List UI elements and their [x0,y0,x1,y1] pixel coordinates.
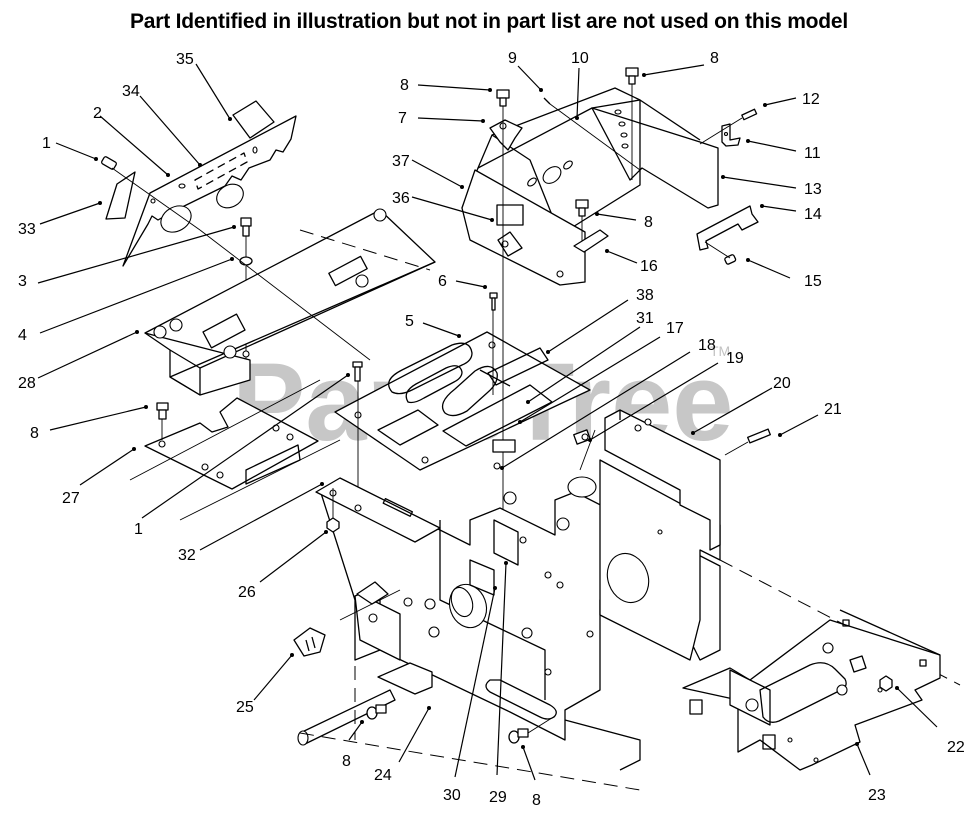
part-nut-15[interactable] [724,254,737,265]
part-dash-panel[interactable] [122,100,297,267]
part-side-panel-20[interactable] [604,409,721,551]
part-nut-22[interactable] [879,675,893,692]
callout-20[interactable]: 20 [773,375,791,392]
callout-14[interactable]: 14 [804,206,822,223]
part-pin-9[interactable] [543,97,641,171]
callout-3[interactable]: 3 [18,273,27,290]
callout-18[interactable]: 18 [698,337,716,354]
callout-7[interactable]: 7 [398,110,407,127]
callout-2[interactable]: 2 [93,105,102,122]
leader-lines [37,63,938,781]
callout-32[interactable]: 32 [178,547,196,564]
part-panel-36[interactable] [461,169,586,286]
part-switch-25[interactable] [293,627,326,657]
callout-36[interactable]: 36 [392,190,410,207]
part-screw-12[interactable] [699,108,758,145]
part-switch-17[interactable] [492,439,516,470]
part-washer-4[interactable] [239,256,253,266]
alignment-line [299,229,431,271]
part-bolt-8-lower-left[interactable] [366,704,387,720]
part-bracket-30[interactable] [354,581,401,661]
callout-8[interactable]: 8 [30,425,39,442]
callout-34[interactable]: 34 [122,83,140,100]
callout-19[interactable]: 19 [726,350,744,367]
callout-15[interactable]: 15 [804,273,822,290]
part-bolt-3[interactable] [240,217,252,258]
callout-33[interactable]: 33 [18,221,36,238]
part-strip-32[interactable] [315,477,441,543]
callout-25[interactable]: 25 [236,699,254,716]
callout-5[interactable]: 5 [405,313,414,330]
callout-17[interactable]: 17 [666,320,684,337]
part-base-plate-23[interactable] [682,609,941,771]
callout-13[interactable]: 13 [804,181,822,198]
alignment-line-lower [339,589,401,621]
part-mounting-bracket-28[interactable] [144,208,436,396]
part-bolt-8-plate[interactable] [156,402,169,440]
callout-8[interactable]: 8 [532,792,541,809]
callout-24[interactable]: 24 [374,767,392,784]
callout-11[interactable]: 11 [804,145,821,162]
callout-23[interactable]: 23 [868,787,886,804]
diagram-notice: Part Identified in illustration but not … [129,10,849,33]
part-seat-plate-5[interactable] [334,331,591,471]
callout-10[interactable]: 10 [571,50,589,67]
callout-21[interactable]: 21 [824,401,842,418]
callout-1[interactable]: 1 [134,521,143,538]
callout-12[interactable]: 12 [802,91,820,108]
callout-6[interactable]: 6 [438,273,447,290]
callout-8[interactable]: 8 [644,214,653,231]
part-screw-upper-left[interactable] [101,156,201,231]
callout-38[interactable]: 38 [636,287,654,304]
callout-9[interactable]: 9 [508,50,517,67]
part-switch-18[interactable] [573,429,591,445]
callout-16[interactable]: 16 [640,258,658,275]
part-bracket-16[interactable] [573,229,609,253]
callout-labels: 1 2 34 35 33 3 4 28 8 27 1 32 26 25 8 24… [18,50,965,809]
callout-28[interactable]: 28 [18,375,36,392]
callout-8[interactable]: 8 [400,77,409,94]
part-screw-6[interactable] [489,292,498,395]
part-bracket-14[interactable] [696,205,759,251]
part-bracket-11[interactable] [721,123,741,147]
part-screw-21[interactable] [724,428,771,456]
callout-8[interactable]: 8 [342,753,351,770]
part-pedal-24[interactable] [297,662,433,746]
part-bolt-8-lower-right[interactable] [508,715,556,744]
callout-29[interactable]: 29 [489,789,507,806]
callout-8[interactable]: 8 [710,50,719,67]
callout-35[interactable]: 35 [176,51,194,68]
part-nut-26[interactable] [326,517,340,533]
callout-1[interactable]: 1 [42,135,51,152]
callout-30[interactable]: 30 [443,787,461,804]
callout-31[interactable]: 31 [636,310,654,327]
part-bolt-8-upper-left[interactable] [496,89,510,560]
callout-37[interactable]: 37 [392,153,410,170]
part-decal[interactable] [105,171,136,220]
callout-27[interactable]: 27 [62,490,80,507]
callout-4[interactable]: 4 [18,327,27,344]
callout-22[interactable]: 22 [947,739,965,756]
callout-26[interactable]: 26 [238,584,256,601]
watermark-trademark: TM [710,343,730,359]
